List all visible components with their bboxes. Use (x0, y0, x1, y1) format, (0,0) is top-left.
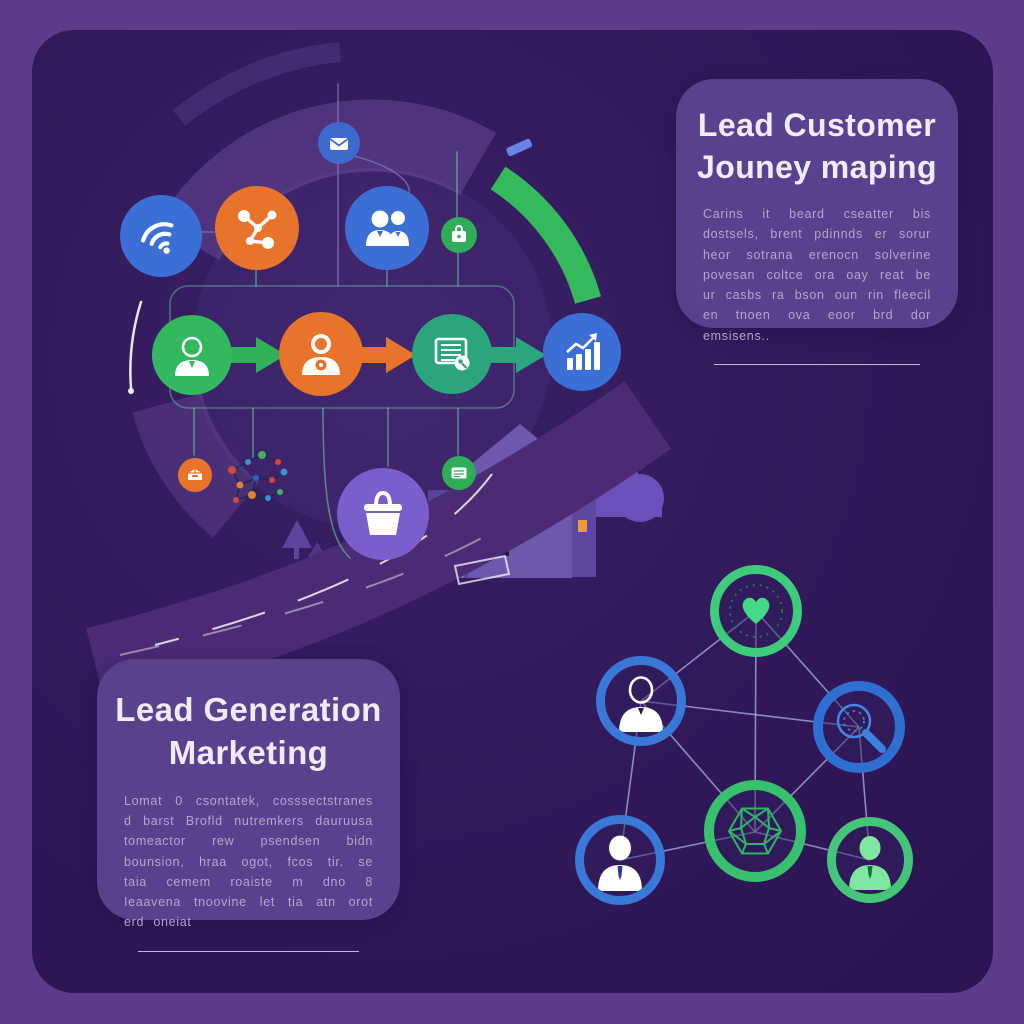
swoosh-band-icon (86, 381, 672, 708)
parallelogram-outline (453, 554, 511, 586)
poster-panel: Lead Customer Jouney maping Carins it be… (32, 30, 993, 993)
prospect-person-node (575, 815, 665, 905)
generation-card-body: Lomat 0 csontatek, cosssectstranes d bar… (124, 793, 373, 930)
person-outline-icon (619, 676, 663, 732)
swoosh-guides (119, 473, 511, 656)
parcel-box-icon (178, 458, 212, 492)
customer-person-node (827, 817, 913, 903)
generation-card: Lead Generation Marketing Lomat 0 csonta… (97, 659, 400, 952)
customer-support-icon (279, 312, 363, 396)
market-search-node (813, 681, 905, 773)
polyhedron-icon (727, 807, 783, 855)
team-users-icon (345, 186, 429, 270)
journey-title-line2: Jouney maping (697, 148, 937, 185)
growth-chart-icon (543, 313, 621, 391)
connection-web-node (704, 780, 806, 882)
wifi-signal-icon (120, 195, 202, 277)
email-inbox-icon (318, 122, 360, 164)
journey-card-title: Lead Customer Jouney maping (676, 79, 958, 188)
secure-vault-icon (441, 217, 477, 253)
journey-card: Lead Customer Jouney maping Carins it be… (676, 79, 958, 365)
journey-card-body: Carins it beard cseatter bis dostsels, b… (703, 207, 931, 343)
background-decorations (86, 42, 871, 861)
receipt-card-icon (442, 456, 476, 490)
white-arc-icon (128, 300, 143, 394)
market-basket-icon (337, 468, 429, 560)
flow-arrow-1 (222, 337, 286, 373)
share-network-icon (215, 186, 299, 270)
magnifier-gauge-icon (836, 703, 886, 753)
proposal-document-icon (412, 314, 492, 394)
generation-card-divider (137, 950, 360, 952)
journey-title-line1: Lead Customer (697, 107, 937, 143)
journey-card-divider (714, 363, 920, 365)
person-green-icon (849, 836, 891, 890)
person-icon (598, 835, 642, 891)
generation-title-line2: Marketing (168, 733, 329, 771)
molecule-graph-icon (228, 451, 288, 503)
heart-icon (729, 584, 783, 638)
flow-arrow-3 (486, 337, 546, 373)
lead-person-icon (152, 315, 232, 395)
progress-arc-icon (490, 166, 601, 304)
lead-profile-node (596, 656, 686, 746)
loyalty-heart-node (710, 565, 802, 657)
flow-arrow-2 (356, 337, 416, 373)
generation-card-title: Lead Generation Marketing (97, 659, 400, 775)
blue-dash-icon (506, 138, 533, 157)
generation-title-line1: Lead Generation (115, 691, 382, 728)
